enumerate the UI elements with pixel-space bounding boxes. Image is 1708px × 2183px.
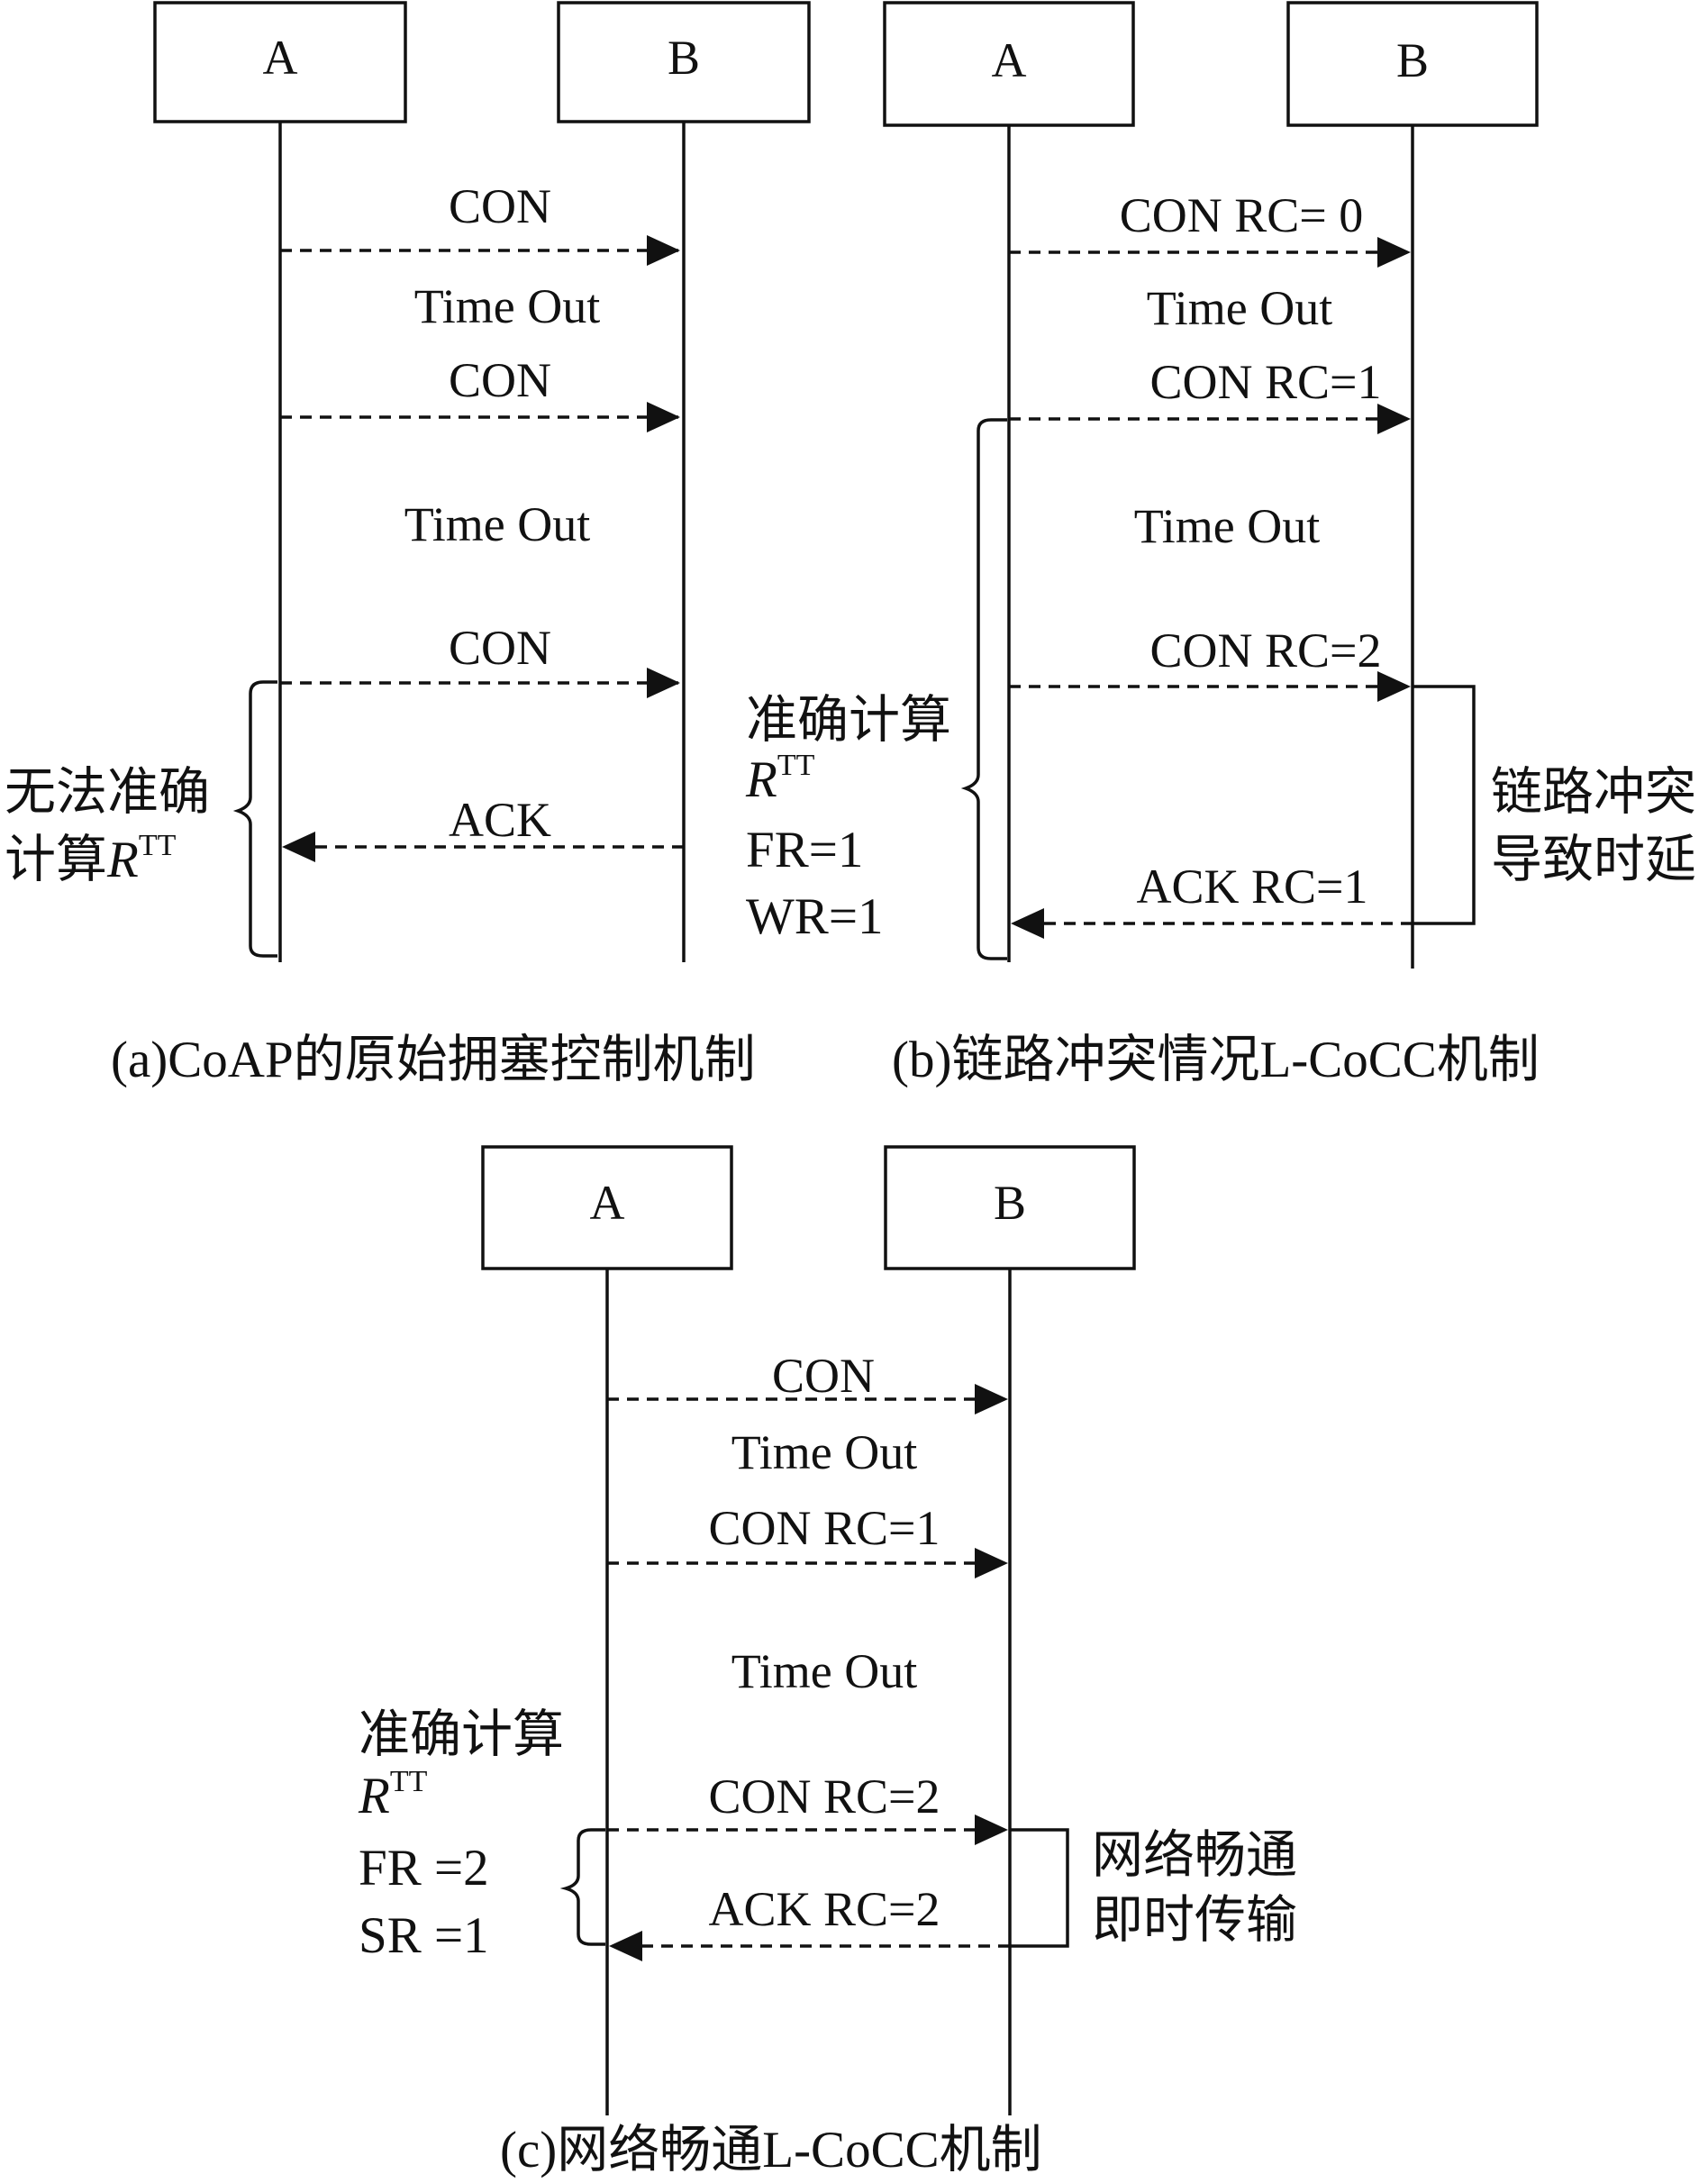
panel-c-node-a-box: [481, 1145, 733, 1270]
panel-c-msg3-label: CON RC=2: [708, 1769, 940, 1824]
panel-b-msg2-arrowhead: [1377, 404, 1411, 434]
panel-c-timeout1: Time Out: [731, 1425, 918, 1479]
panel-c-msg1-label: CON: [772, 1349, 875, 1403]
panel-a-caption: (a)CoAP的原始拥塞控制机制: [111, 1032, 756, 1088]
panel-b-right-bracket: [1413, 685, 1476, 925]
panel-c-node-b-box: [884, 1145, 1136, 1270]
panel-a-msg2-label: CON: [449, 353, 551, 407]
panel-b-note-r: R: [745, 751, 777, 808]
panel-b-msg1-label: CON RC= 0: [1120, 188, 1364, 242]
panel-a-ack-arrowhead: [282, 832, 315, 862]
panel-b-caption: (b)链路冲突情况L-CoCC机制: [892, 1032, 1540, 1088]
panel-b-msg1-arrowhead: [1377, 237, 1411, 268]
panel-c-msg1-arrowhead: [975, 1384, 1008, 1414]
panel-a-timeout1: Time Out: [414, 279, 601, 333]
panel-a-node-b-label: B: [668, 31, 700, 85]
panel-b-brace: [960, 418, 1007, 960]
panel-c-node-a-label: A: [590, 1176, 625, 1230]
panel-b-msg3-label: CON RC=2: [1149, 623, 1381, 678]
panel-b-note-rtt: RTT: [745, 749, 815, 808]
panel-a-note-prefix: 计算: [5, 832, 107, 888]
panel-c-msg3-arrowhead: [975, 1815, 1008, 1845]
panel-b-ack-label: ACK RC=1: [1136, 860, 1367, 914]
panel-a-node-a-box: [153, 1, 407, 123]
panel-a-msg1-arrowhead: [647, 235, 680, 266]
panel-b: A B CON RC= 0 Time Out CON RC=1 Time Out…: [745, 1, 1696, 1088]
panel-b-msg3-arrowhead: [1377, 671, 1411, 702]
panel-a-node-b-box: [557, 1, 811, 123]
panel-c-note-rtt: RTT: [358, 1765, 428, 1824]
panel-b-timeout1: Time Out: [1147, 281, 1333, 335]
panel-b-timeout2: Time Out: [1134, 499, 1321, 553]
panel-b-note-line1: 准确计算: [746, 692, 951, 749]
panel-c-right-note-line2: 即时传输: [1092, 1892, 1297, 1949]
panel-a-msg1-label: CON: [449, 179, 551, 233]
panel-c-timeout2: Time Out: [731, 1644, 918, 1698]
panel-a-note-sup: TT: [139, 829, 177, 862]
panel-b-note-wr: WR=1: [746, 888, 883, 945]
panel-b-node-a-label: A: [992, 33, 1027, 87]
panel-a-note-line2: 计算RTT: [5, 829, 177, 888]
panel-c-msg2-arrowhead: [975, 1548, 1008, 1578]
panel-a-brace: [232, 680, 277, 958]
panel-a-timeout2: Time Out: [404, 497, 591, 551]
panel-c-note-sr: SR =1: [359, 1907, 489, 1964]
panel-c-caption: (c)网络畅通L-CoCC机制: [500, 2122, 1042, 2178]
panel-c-right-note-line1: 网络畅通: [1092, 1827, 1297, 1884]
panel-c-note-line1: 准确计算: [359, 1706, 564, 1763]
panel-c-ack-arrowhead: [609, 1931, 642, 1961]
panel-a: A B CON Time Out CON Time Out CON ACK 无法…: [5, 1, 811, 1088]
panel-a-note-r: R: [106, 832, 139, 888]
panel-c-note-r: R: [358, 1768, 390, 1824]
panel-c-note-fr: FR =2: [359, 1840, 489, 1896]
panel-b-ack-arrowhead: [1011, 908, 1044, 939]
panel-b-note-fr: FR=1: [746, 822, 863, 878]
panel-a-ack-label: ACK: [449, 793, 551, 847]
panel-a-msg3-arrowhead: [647, 668, 680, 698]
panel-a-msg3-label: CON: [449, 621, 551, 675]
panel-b-node-b-label: B: [1396, 33, 1429, 87]
panel-c-right-bracket: [1010, 1828, 1069, 1948]
panel-c: A B CON Time Out CON RC=1 Time Out CON R…: [358, 1145, 1297, 2178]
panel-a-msg2-arrowhead: [647, 402, 680, 432]
panel-b-note-sup: TT: [777, 749, 815, 782]
panel-a-note-line1: 无法准确: [5, 764, 210, 821]
panel-b-right-note-line1: 链路冲突: [1491, 764, 1696, 821]
panel-a-node-a-label: A: [263, 31, 298, 85]
panel-c-msg2-label: CON RC=1: [708, 1501, 940, 1555]
panel-c-node-b-label: B: [994, 1176, 1026, 1230]
panel-c-note-sup: TT: [390, 1765, 428, 1798]
panel-c-brace: [559, 1828, 605, 1946]
panel-b-right-note-line2: 导致时延: [1491, 832, 1696, 888]
panel-c-ack-label: ACK RC=2: [708, 1882, 940, 1936]
panel-b-msg2-label: CON RC=1: [1149, 355, 1381, 409]
